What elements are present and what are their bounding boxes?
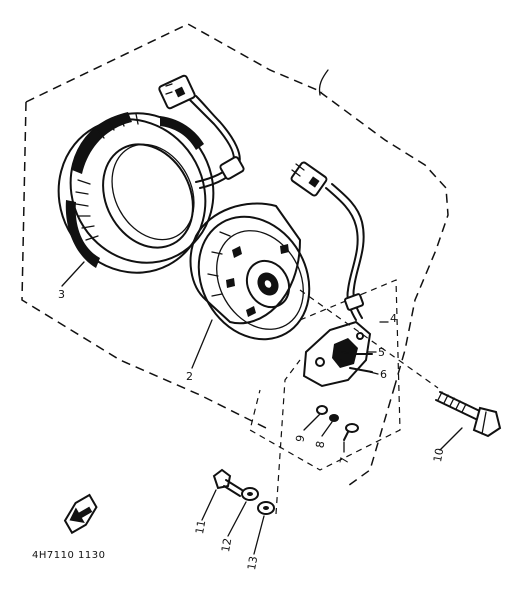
rotor-flywheel [189,202,311,341]
pickup-connector [290,161,328,197]
label-part-13: 13 [245,555,260,571]
washer-9 [316,405,328,415]
label-part-4: 4 [390,312,397,325]
label-part-10: 10 [431,447,446,463]
label-part-11: 11 [193,519,208,535]
leader-lines [61,261,463,555]
pickup-screw-lower [349,367,373,373]
stator-coil-assembly [57,74,245,274]
washer-13 [257,501,275,515]
label-part-2: 2 [186,370,193,383]
figure-code: 4H7110 1130 [32,550,105,561]
pickup-sub-boundary [249,279,401,471]
assembly-boundary [21,23,449,489]
screw-7 [343,423,359,441]
pickup-coil [302,320,373,388]
label-part-5: 5 [378,346,385,359]
front-direction-icon [63,493,98,535]
label-part-7: 7 [337,456,351,465]
small-fasteners [316,405,359,441]
label-part-8: 8 [313,440,327,449]
boundary-leader [318,69,329,96]
label-part-12: 12 [219,537,234,553]
stator-connector [158,74,196,110]
label-part-9: 9 [293,434,307,443]
bolt-10 [299,289,502,438]
bolt-11 [212,468,243,497]
pickup-harness [290,161,365,321]
label-part-6: 6 [380,368,387,381]
fastener-set-lower [212,359,301,515]
washer-12 [241,487,259,501]
washer-8 [329,414,339,422]
label-part-3: 3 [58,288,65,301]
part-number-labels: 3 2 4 5 6 7 8 9 10 11 12 13 [58,288,446,571]
